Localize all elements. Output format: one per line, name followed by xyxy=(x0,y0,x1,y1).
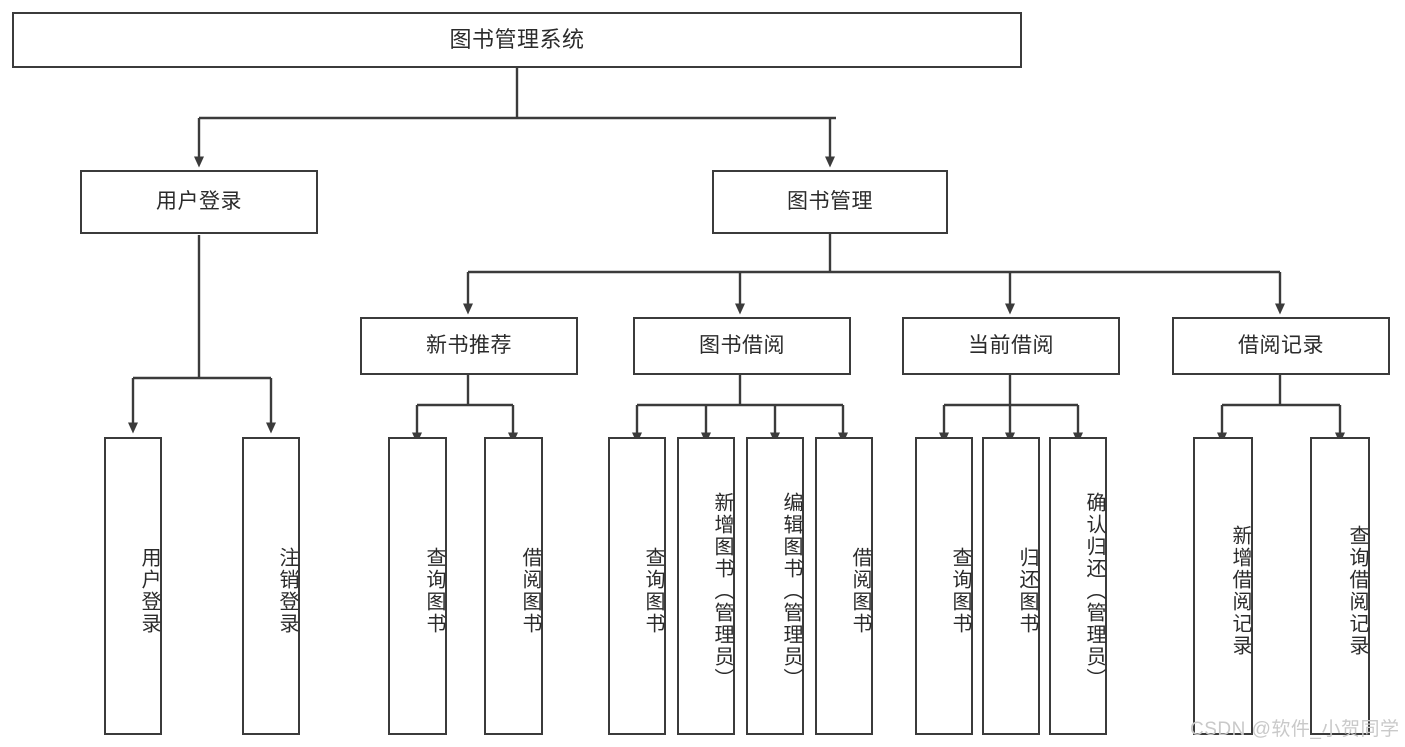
leaf-borrow-record-query[interactable]: 查询借阅记录 xyxy=(1310,437,1370,735)
node-label: 图书管理 xyxy=(787,189,873,213)
node-label: 借阅图书 xyxy=(849,547,871,635)
node-label: 查询图书 xyxy=(423,547,445,635)
node-label: 图书借阅 xyxy=(699,333,785,357)
leaf-new-book-query[interactable]: 查询图书 xyxy=(388,437,447,735)
node-label: 用户登录 xyxy=(156,189,242,213)
leaf-current-borrow-return[interactable]: 归还图书 xyxy=(982,437,1040,735)
csdn-watermark: CSDN @软件_小贺同学 xyxy=(1190,719,1400,740)
node-book-borrow[interactable]: 图书借阅 xyxy=(633,317,851,375)
node-borrow-record[interactable]: 借阅记录 xyxy=(1172,317,1390,375)
leaf-current-borrow-query[interactable]: 查询图书 xyxy=(915,437,973,735)
leaf-new-book-borrow[interactable]: 借阅图书 xyxy=(484,437,543,735)
node-label: 注销登录 xyxy=(276,547,298,635)
leaf-book-borrow-borrow[interactable]: 借阅图书 xyxy=(815,437,873,735)
node-current-borrow[interactable]: 当前借阅 xyxy=(902,317,1120,375)
node-label: 查询图书 xyxy=(642,547,664,635)
node-user-login[interactable]: 用户登录 xyxy=(80,170,318,234)
leaf-current-borrow-confirm-return[interactable]: 确认归还（管理员） xyxy=(1049,437,1107,735)
leaf-book-borrow-query[interactable]: 查询图书 xyxy=(608,437,666,735)
node-label: 图书管理系统 xyxy=(449,27,585,53)
node-root-book-management-system[interactable]: 图书管理系统 xyxy=(12,12,1022,68)
node-label: 确认归还（管理员） xyxy=(1083,492,1105,690)
node-label: 新增图书（管理员） xyxy=(711,492,733,690)
node-label: 新增借阅记录 xyxy=(1229,525,1251,657)
leaf-user-login-logout[interactable]: 注销登录 xyxy=(242,437,300,735)
leaf-book-borrow-add[interactable]: 新增图书（管理员） xyxy=(677,437,735,735)
node-label: 查询借阅记录 xyxy=(1346,525,1368,657)
node-label: 归还图书 xyxy=(1016,547,1038,635)
leaf-user-login-login[interactable]: 用户登录 xyxy=(104,437,162,735)
node-label: 借阅图书 xyxy=(519,547,541,635)
node-label: 编辑图书（管理员） xyxy=(780,492,802,690)
node-book-management[interactable]: 图书管理 xyxy=(712,170,948,234)
node-new-book-recommend[interactable]: 新书推荐 xyxy=(360,317,578,375)
node-label: 查询图书 xyxy=(949,547,971,635)
leaf-borrow-record-add[interactable]: 新增借阅记录 xyxy=(1193,437,1253,735)
node-label: 当前借阅 xyxy=(968,333,1054,357)
node-label: 新书推荐 xyxy=(426,333,512,357)
node-label: 借阅记录 xyxy=(1238,333,1324,357)
node-label: 用户登录 xyxy=(138,547,160,635)
leaf-book-borrow-edit[interactable]: 编辑图书（管理员） xyxy=(746,437,804,735)
